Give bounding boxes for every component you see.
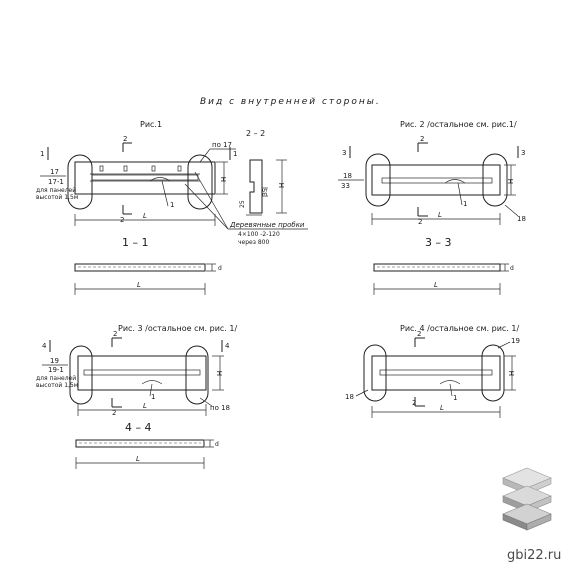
sec22-title: 2 – 2 bbox=[246, 129, 265, 138]
fig1-note-2: высотой 1,5м bbox=[36, 194, 78, 201]
sec44-title: 4 – 4 bbox=[125, 421, 152, 434]
fig2-lifting-loop bbox=[444, 179, 466, 184]
sec11-title: 1 – 1 bbox=[122, 236, 149, 249]
fig1-groove bbox=[91, 174, 199, 181]
fig4-height: H bbox=[508, 371, 516, 376]
fig2-panel bbox=[371, 164, 501, 196]
fig4-cut-bottom: 2 bbox=[412, 399, 416, 407]
section-3-3: 3 – 3 d L bbox=[373, 236, 514, 295]
fig1-label-17-1: 17-1 bbox=[48, 178, 64, 186]
sec33-title: 3 – 3 bbox=[425, 236, 452, 249]
fig4-title: Рис. 4 /остальное см. рис. 1/ bbox=[400, 324, 519, 333]
fig3-label-19: 19 bbox=[50, 357, 59, 365]
fig3-oval-right bbox=[185, 345, 209, 405]
fig3-groove bbox=[83, 369, 201, 376]
fig3-lifting-loop bbox=[141, 380, 163, 385]
fig1-title: Рис.1 bbox=[140, 120, 162, 129]
watermark-text: gbi22.ru bbox=[507, 548, 562, 563]
fig2-title: Рис. 2 /остальное см. рис.1/ bbox=[400, 120, 517, 129]
plugs-note-1: Деревянные пробки bbox=[229, 221, 305, 229]
figure-3: Рис. 3 /остальное см. рис. 1/ 2 2 4 4 19… bbox=[36, 324, 237, 417]
fig2-item-1: 1 bbox=[463, 200, 467, 208]
sec11-dim-d: d bbox=[218, 265, 222, 272]
fig1-height: H bbox=[220, 177, 228, 182]
sec44-panel bbox=[75, 439, 205, 448]
sheet-heading: Вид с внутренней стороны. bbox=[200, 97, 381, 107]
sec11-panel bbox=[74, 263, 206, 272]
sec33-dim-d: d bbox=[510, 265, 514, 272]
fig2-side-left: 3 bbox=[342, 149, 346, 157]
fig4-cut-top: 2 bbox=[417, 330, 421, 338]
sec22-profile bbox=[249, 159, 263, 214]
fig3-cut-top: 2 bbox=[113, 330, 117, 338]
sec11-length: L bbox=[137, 281, 141, 289]
fig2-label-18b: 18 bbox=[517, 215, 526, 223]
fig2-side-right: 3 bbox=[521, 149, 525, 157]
fig1-note-1: для панелей bbox=[36, 187, 76, 194]
fig2-oval-left bbox=[365, 153, 391, 207]
sec44-length: L bbox=[136, 455, 140, 463]
fig1-length: L bbox=[143, 212, 147, 220]
sec33-length: L bbox=[434, 281, 438, 289]
fig3-side-right: 4 bbox=[225, 342, 230, 350]
gbi22-logo-icon bbox=[502, 467, 552, 531]
sec44-dim-d: d bbox=[215, 441, 219, 448]
fig2-oval-right bbox=[482, 153, 508, 207]
fig1-side-right: 1 bbox=[233, 150, 237, 158]
fig3-note-1: для панелей bbox=[36, 375, 76, 382]
fig4-lifting-loop bbox=[439, 380, 461, 385]
fig3-height: H bbox=[216, 371, 224, 376]
fig2-label-33: 33 bbox=[341, 182, 350, 190]
fig4-panel bbox=[371, 355, 501, 391]
section-4-4: 4 – 4 d L bbox=[75, 421, 219, 469]
fig2-cut-top: 2 bbox=[420, 135, 424, 143]
fig3-label-po18: по 18 bbox=[210, 404, 230, 412]
plugs-note-3: через 800 bbox=[238, 239, 269, 246]
figure-2: Рис. 2 /остальное см. рис.1/ 2 2 3 3 18 … bbox=[338, 120, 526, 226]
sec33-panel bbox=[373, 263, 501, 272]
fig2-length: L bbox=[438, 211, 442, 219]
fig4-oval-right bbox=[481, 344, 505, 402]
fig1-label-17: 17 bbox=[50, 168, 59, 176]
fig2-label-18: 18 bbox=[343, 172, 352, 180]
fig2-height: H bbox=[507, 179, 515, 184]
fig3-label-19-1: 19-1 bbox=[48, 366, 64, 374]
section-1-1: 1 – 1 d L bbox=[74, 236, 222, 295]
fig1-oval-right bbox=[187, 154, 213, 210]
fig4-label-18: 18 bbox=[345, 393, 354, 401]
fig3-item-1: 1 bbox=[151, 393, 155, 401]
fig4-length: L bbox=[440, 404, 444, 412]
fig3-cut-bottom: 2 bbox=[112, 409, 116, 417]
fig1-oval-left bbox=[67, 154, 93, 210]
fig1-cut-top: 2 bbox=[123, 135, 127, 143]
sec22-dim-25: 25 bbox=[239, 200, 246, 208]
fig4-oval-left bbox=[363, 344, 387, 402]
sec22-height: H bbox=[278, 183, 286, 188]
fig3-oval-left bbox=[69, 345, 93, 405]
fig4-groove bbox=[379, 369, 493, 376]
figure-1: Рис.1 2 2 1 1 17 17-1 для панелей высото… bbox=[36, 120, 237, 226]
fig1-item-1: 1 bbox=[170, 201, 174, 209]
fig3-side-left: 4 bbox=[42, 342, 47, 350]
fig2-groove bbox=[381, 177, 493, 184]
fig4-label-19: 19 bbox=[511, 337, 520, 345]
fig2-cut-bottom: 2 bbox=[418, 218, 422, 226]
fig3-length: L bbox=[143, 402, 147, 410]
fig1-label-po17: по 17 bbox=[212, 141, 232, 149]
fig1-side-left: 1 bbox=[40, 150, 44, 158]
fig3-panel bbox=[77, 355, 207, 391]
fig3-title: Рис. 3 /остальное см. рис. 1/ bbox=[118, 324, 237, 333]
sec22-dim-35: 35 bbox=[262, 188, 269, 196]
section-2-2: 2 – 2 35 H 25 Деревянные пробки 4×100 -2… bbox=[184, 129, 308, 246]
fig1-panel bbox=[74, 161, 216, 195]
fig1-lifting-loop bbox=[149, 177, 171, 182]
fig4-item-1: 1 bbox=[453, 394, 457, 402]
fig3-note-2: высотой 1,5м bbox=[36, 382, 78, 389]
figure-4: Рис. 4 /остальное см. рис. 1/ 2 2 19 18 … bbox=[345, 324, 520, 418]
plugs-note-2: 4×100 -2-120 bbox=[238, 231, 280, 238]
